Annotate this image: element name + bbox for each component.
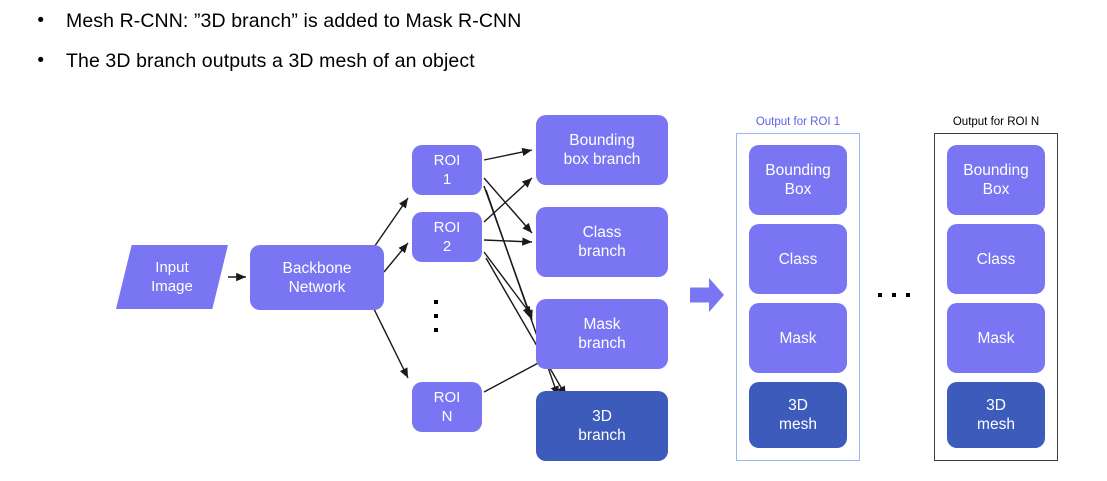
panel-1-item-bounding-box: Bounding Box — [749, 145, 847, 215]
node-bounding-box-branch-label: Bounding box branch — [563, 132, 641, 168]
bullet-text-2: The 3D branch outputs a 3D mesh of an ob… — [66, 50, 475, 72]
panel-n-item-class: Class — [947, 224, 1045, 294]
bullet-text-1: Mesh R-CNN: ”3D branch” is added to Mask… — [66, 10, 522, 32]
panel-1-item-mask-label: Mask — [779, 329, 817, 347]
node-3d-branch: 3D branch — [536, 391, 668, 461]
bullet-list: • Mesh R-CNN: ”3D branch” is added to Ma… — [0, 0, 1107, 74]
node-mask-branch-label: Mask branch — [578, 316, 626, 352]
bullet-marker-icon: • — [37, 50, 44, 71]
node-3d-branch-label: 3D branch — [578, 408, 626, 444]
panel-label-roi-1: Output for ROI 1 — [755, 116, 841, 128]
node-bounding-box-branch: Bounding box branch — [536, 115, 668, 185]
bullet-item-1: • Mesh R-CNN: ”3D branch” is added to Ma… — [0, 0, 1107, 34]
panel-n-item-class-label: Class — [976, 250, 1016, 268]
roi-vertical-ellipsis-icon — [434, 300, 438, 332]
node-mask-branch: Mask branch — [536, 299, 668, 369]
panel-n-item-3d-mesh-label: 3D mesh — [977, 397, 1015, 433]
panel-n-item-mask-label: Mask — [977, 329, 1015, 347]
node-input-image-label: Input Image — [151, 259, 193, 295]
panel-n-item-bounding-box: Bounding Box — [947, 145, 1045, 215]
panel-n-item-bounding-box-label: Bounding Box — [963, 162, 1029, 198]
panel-1-item-mask: Mask — [749, 303, 847, 373]
panel-1-item-class: Class — [749, 224, 847, 294]
panel-1-item-bounding-box-label: Bounding Box — [765, 162, 831, 198]
node-class-branch: Class branch — [536, 207, 668, 277]
node-backbone-network: Backbone Network — [250, 245, 384, 310]
flow-right-arrow-icon — [690, 278, 724, 312]
node-roi-n-label: ROI N — [433, 389, 461, 425]
node-roi-1: ROI 1 — [412, 145, 482, 195]
node-backbone-network-label: Backbone Network — [282, 259, 352, 296]
panel-n-item-3d-mesh: 3D mesh — [947, 382, 1045, 448]
node-roi-2: ROI 2 — [412, 212, 482, 262]
node-roi-2-label: ROI 2 — [433, 219, 461, 255]
panels-horizontal-ellipsis-icon — [878, 293, 910, 297]
node-roi-1-label: ROI 1 — [433, 152, 461, 188]
node-roi-n: ROI N — [412, 382, 482, 432]
panel-1-item-3d-mesh-label: 3D mesh — [779, 397, 817, 433]
panel-label-roi-n: Output for ROI N — [952, 116, 1040, 128]
panel-1-item-3d-mesh: 3D mesh — [749, 382, 847, 448]
panel-n-item-mask: Mask — [947, 303, 1045, 373]
bullet-marker-icon: • — [37, 10, 44, 31]
node-input-image: Input Image — [116, 245, 228, 309]
panel-1-item-class-label: Class — [778, 250, 818, 268]
node-class-branch-label: Class branch — [578, 224, 626, 260]
bullet-item-2: • The 3D branch outputs a 3D mesh of an … — [0, 34, 1107, 74]
